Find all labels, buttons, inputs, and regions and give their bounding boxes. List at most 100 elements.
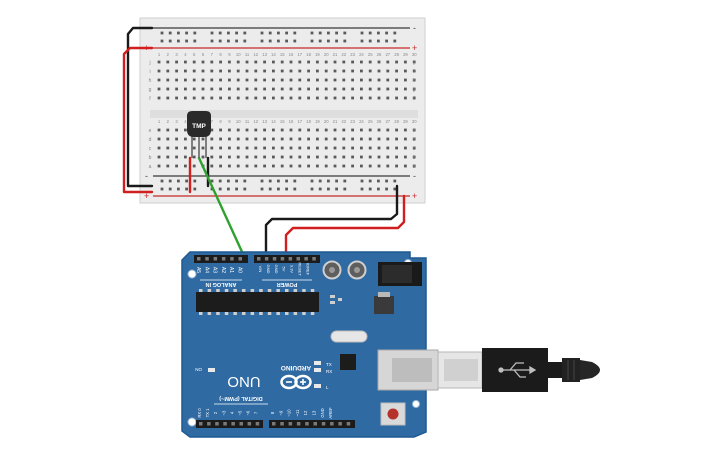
header-pin xyxy=(296,422,301,426)
usb-port-inner xyxy=(392,358,432,382)
analog-pin-label: A1 xyxy=(228,267,234,273)
column-number: 10 xyxy=(236,52,241,57)
rail-hole xyxy=(227,179,230,183)
breadboard-hole xyxy=(298,87,302,91)
breadboard-hole xyxy=(377,137,381,141)
column-number: 16 xyxy=(289,52,294,57)
usb-icon-branch-bottom xyxy=(513,369,526,378)
breadboard-hole xyxy=(333,69,337,73)
breadboard-hole xyxy=(351,69,354,73)
chip-pins xyxy=(199,289,315,315)
breadboard-hole xyxy=(360,60,363,64)
header-pin xyxy=(230,257,234,261)
breadboard-hole xyxy=(316,164,319,168)
analog-pin-label: A5 xyxy=(195,267,201,273)
rail-hole xyxy=(343,31,347,35)
breadboard-hole xyxy=(324,146,328,150)
breadboard-hole xyxy=(272,60,275,64)
breadboard-hole xyxy=(280,78,284,82)
column-number: 28 xyxy=(394,119,399,124)
rail-hole xyxy=(193,179,197,183)
column-number: 26 xyxy=(377,119,382,124)
breadboard-hole xyxy=(236,78,240,82)
breadboard-hole xyxy=(360,128,363,132)
column-number: 14 xyxy=(271,52,276,57)
breadboard-hole xyxy=(175,60,178,64)
digital-pin-label: 4 xyxy=(229,411,234,414)
reset-button[interactable] xyxy=(387,408,399,420)
breadboard-hole xyxy=(404,137,407,141)
rail-hole xyxy=(285,187,288,191)
breadboard-hole xyxy=(289,69,293,73)
breadboard-hole xyxy=(166,164,170,168)
breadboard-hole xyxy=(377,128,381,132)
usb-cable xyxy=(377,348,600,392)
header-pin xyxy=(213,257,218,261)
breadboard-hole xyxy=(184,137,187,141)
breadboard-hole xyxy=(368,78,372,82)
breadboard-hole xyxy=(166,96,170,100)
chip-pin xyxy=(259,289,263,292)
wires xyxy=(122,26,406,264)
breadboard-hole xyxy=(368,164,372,168)
row-letter: i xyxy=(413,69,414,75)
breadboard-holes xyxy=(157,31,416,191)
breadboard-hole xyxy=(166,128,170,132)
header-pin xyxy=(346,422,351,426)
column-number: 2 xyxy=(167,119,170,124)
breadboard-hole xyxy=(254,96,258,100)
breadboard-hole xyxy=(404,155,407,159)
breadboard-hole xyxy=(404,60,407,64)
row-letter: f xyxy=(413,96,415,102)
rail-hole xyxy=(160,39,164,43)
column-number: 27 xyxy=(385,52,390,57)
breadboard-hole xyxy=(289,155,293,159)
breadboard-hole xyxy=(307,60,310,64)
mounting-hole xyxy=(412,400,420,408)
breadboard-hole xyxy=(368,69,372,73)
column-number: 11 xyxy=(245,119,250,124)
rail-hole xyxy=(385,179,388,183)
rail-hole xyxy=(318,179,322,183)
rail-hole xyxy=(310,31,314,35)
header-pin xyxy=(280,257,285,261)
breadboard-hole xyxy=(272,164,275,168)
breadboard-hole xyxy=(228,60,231,64)
breadboard-hole xyxy=(254,128,258,132)
breadboard-hole xyxy=(333,146,337,150)
power-pin-label: GND xyxy=(266,265,271,274)
breadboard-hole xyxy=(201,155,205,159)
breadboard-hole xyxy=(263,60,266,64)
breadboard-hole xyxy=(360,87,363,91)
breadboard-hole xyxy=(245,137,249,141)
breadboard-hole xyxy=(412,155,416,159)
row-letter: g xyxy=(149,87,152,93)
breadboard-hole xyxy=(412,60,416,64)
digital-pin-label: 2 xyxy=(213,411,218,414)
breadboard-hole xyxy=(412,69,416,73)
breadboard-hole xyxy=(280,128,284,132)
on-led-label: ON xyxy=(195,367,202,372)
rail-hole xyxy=(277,39,280,43)
rail-hole xyxy=(218,179,222,183)
chip-pin xyxy=(242,312,246,315)
rail-hole xyxy=(377,39,380,43)
breadboard-hole xyxy=(254,137,258,141)
rail-hole xyxy=(277,187,280,191)
breadboard-hole xyxy=(386,137,390,141)
usb-strain-relief xyxy=(562,358,580,382)
column-number: 21 xyxy=(333,119,338,124)
column-number: 25 xyxy=(368,52,373,57)
breadboard-hole xyxy=(386,146,390,150)
rail-hole xyxy=(235,31,238,35)
rail-hole xyxy=(177,187,180,191)
breadboard-hole xyxy=(245,128,249,132)
breadboard-hole xyxy=(263,137,266,141)
breadboard-hole xyxy=(324,96,328,100)
breadboard-hole xyxy=(210,69,214,73)
header-pin xyxy=(280,422,284,426)
breadboard-hole xyxy=(272,69,275,73)
breadboard-hole xyxy=(342,164,346,168)
breadboard-hole xyxy=(254,60,258,64)
breadboard-hole xyxy=(219,78,222,82)
